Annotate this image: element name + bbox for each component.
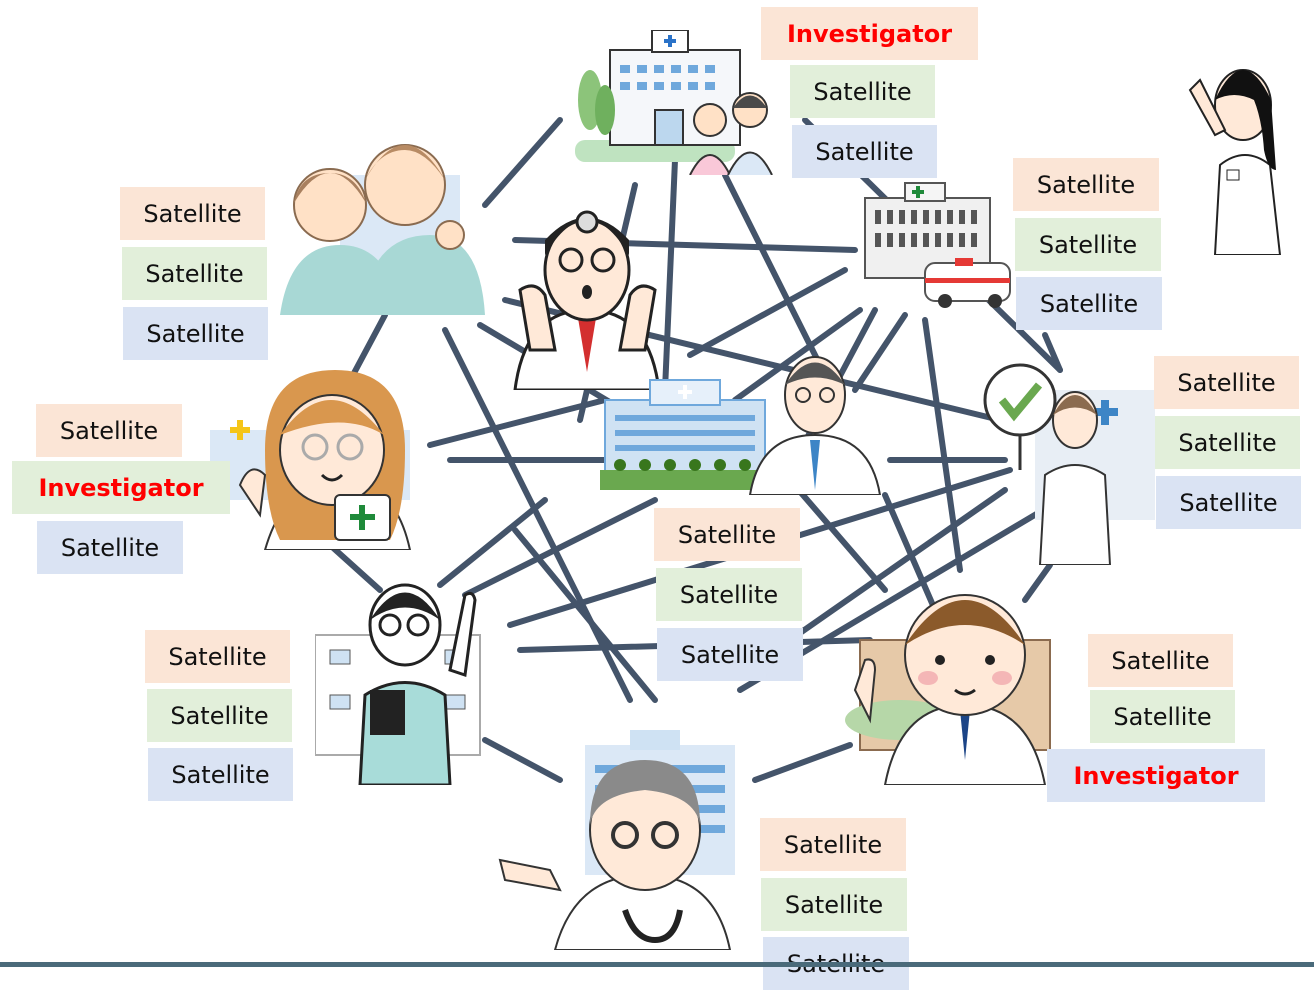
label-bottom-2: Satellite	[761, 878, 907, 931]
senior-doctor-clinic-icon	[498, 730, 735, 950]
nurse-pointing-icon	[1188, 69, 1282, 255]
label-lower-left-2: Satellite	[147, 689, 292, 742]
hospital-building-doctor-icon	[600, 356, 882, 495]
label-lower-left-3: Satellite	[148, 748, 293, 801]
label-upper-left-3: Satellite	[123, 307, 268, 360]
female-doctor-first-aid-icon	[210, 370, 412, 550]
label-top-1: Investigator	[761, 7, 978, 60]
label-upper-left-2: Satellite	[122, 247, 267, 300]
label-lower-left-1: Satellite	[145, 630, 290, 683]
label-left-2: Investigator	[12, 461, 230, 514]
hospital-with-staff-icon	[575, 30, 773, 175]
label-center-3: Satellite	[657, 628, 803, 681]
label-upper-left-1: Satellite	[120, 187, 265, 240]
doctor-stop-gesture-icon	[513, 210, 661, 390]
label-top-right-3: Satellite	[1016, 277, 1162, 330]
label-bottom-1: Satellite	[760, 818, 906, 871]
label-top-2: Satellite	[790, 65, 935, 118]
label-lower-right-1: Satellite	[1088, 634, 1233, 687]
label-lower-right-2: Satellite	[1090, 690, 1235, 743]
network-diagram: Investigator Satellite Satellite Satelli…	[0, 7, 1314, 990]
label-left-1: Satellite	[36, 404, 182, 457]
hospital-ambulance-icon	[864, 182, 1011, 308]
label-right-1: Satellite	[1154, 356, 1299, 409]
label-center-1: Satellite	[654, 508, 800, 561]
label-right-2: Satellite	[1155, 416, 1300, 469]
label-top-right-2: Satellite	[1015, 218, 1161, 271]
bottom-border	[0, 962, 1314, 967]
label-right-3: Satellite	[1156, 476, 1301, 529]
nurses-cheering-icon	[280, 144, 485, 315]
label-left-3: Satellite	[37, 521, 183, 574]
label-lower-right-3: Investigator	[1047, 749, 1265, 802]
label-center-2: Satellite	[656, 568, 802, 621]
doctor-pointing-up-icon	[315, 583, 481, 785]
young-doctor-hospital-icon	[845, 594, 1051, 785]
nurse-check-sign-icon	[983, 363, 1155, 565]
label-top-right-1: Satellite	[1013, 158, 1159, 211]
label-top-3: Satellite	[792, 125, 937, 178]
